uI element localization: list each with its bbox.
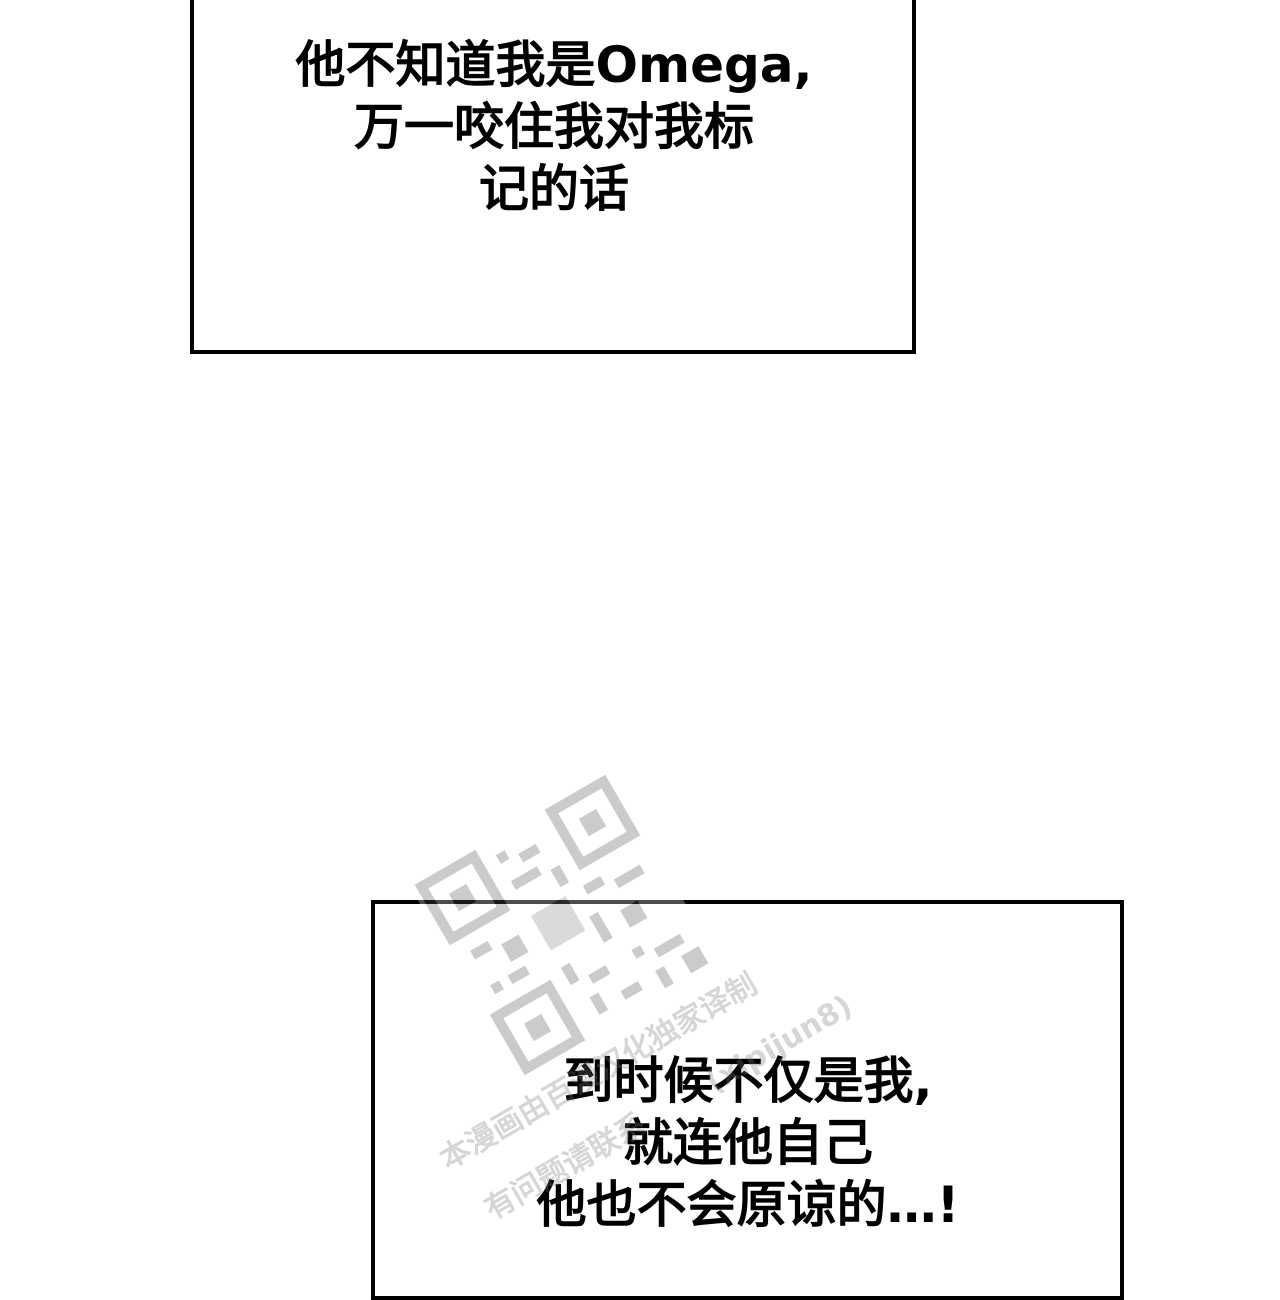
caption-line: 万一咬住我对我标 [354, 98, 754, 156]
caption-line: 就连他自己 [623, 1114, 873, 1172]
caption-line: 到时候不仅是我, [563, 1052, 933, 1110]
caption-text-top: 他不知道我是Omega, 万一咬住我对我标 记的话 [194, 34, 914, 220]
caption-line: 他也不会原谅的…! [536, 1176, 960, 1234]
caption-box-bottom: 到时候不仅是我, 就连他自己 他也不会原谅的…! [371, 900, 1124, 1300]
caption-line: 记的话 [479, 160, 629, 218]
caption-box-top: 他不知道我是Omega, 万一咬住我对我标 记的话 [190, 0, 916, 354]
caption-text-bottom: 到时候不仅是我, 就连他自己 他也不会原谅的…! [375, 1050, 1121, 1236]
caption-line: 他不知道我是Omega, [295, 36, 813, 94]
